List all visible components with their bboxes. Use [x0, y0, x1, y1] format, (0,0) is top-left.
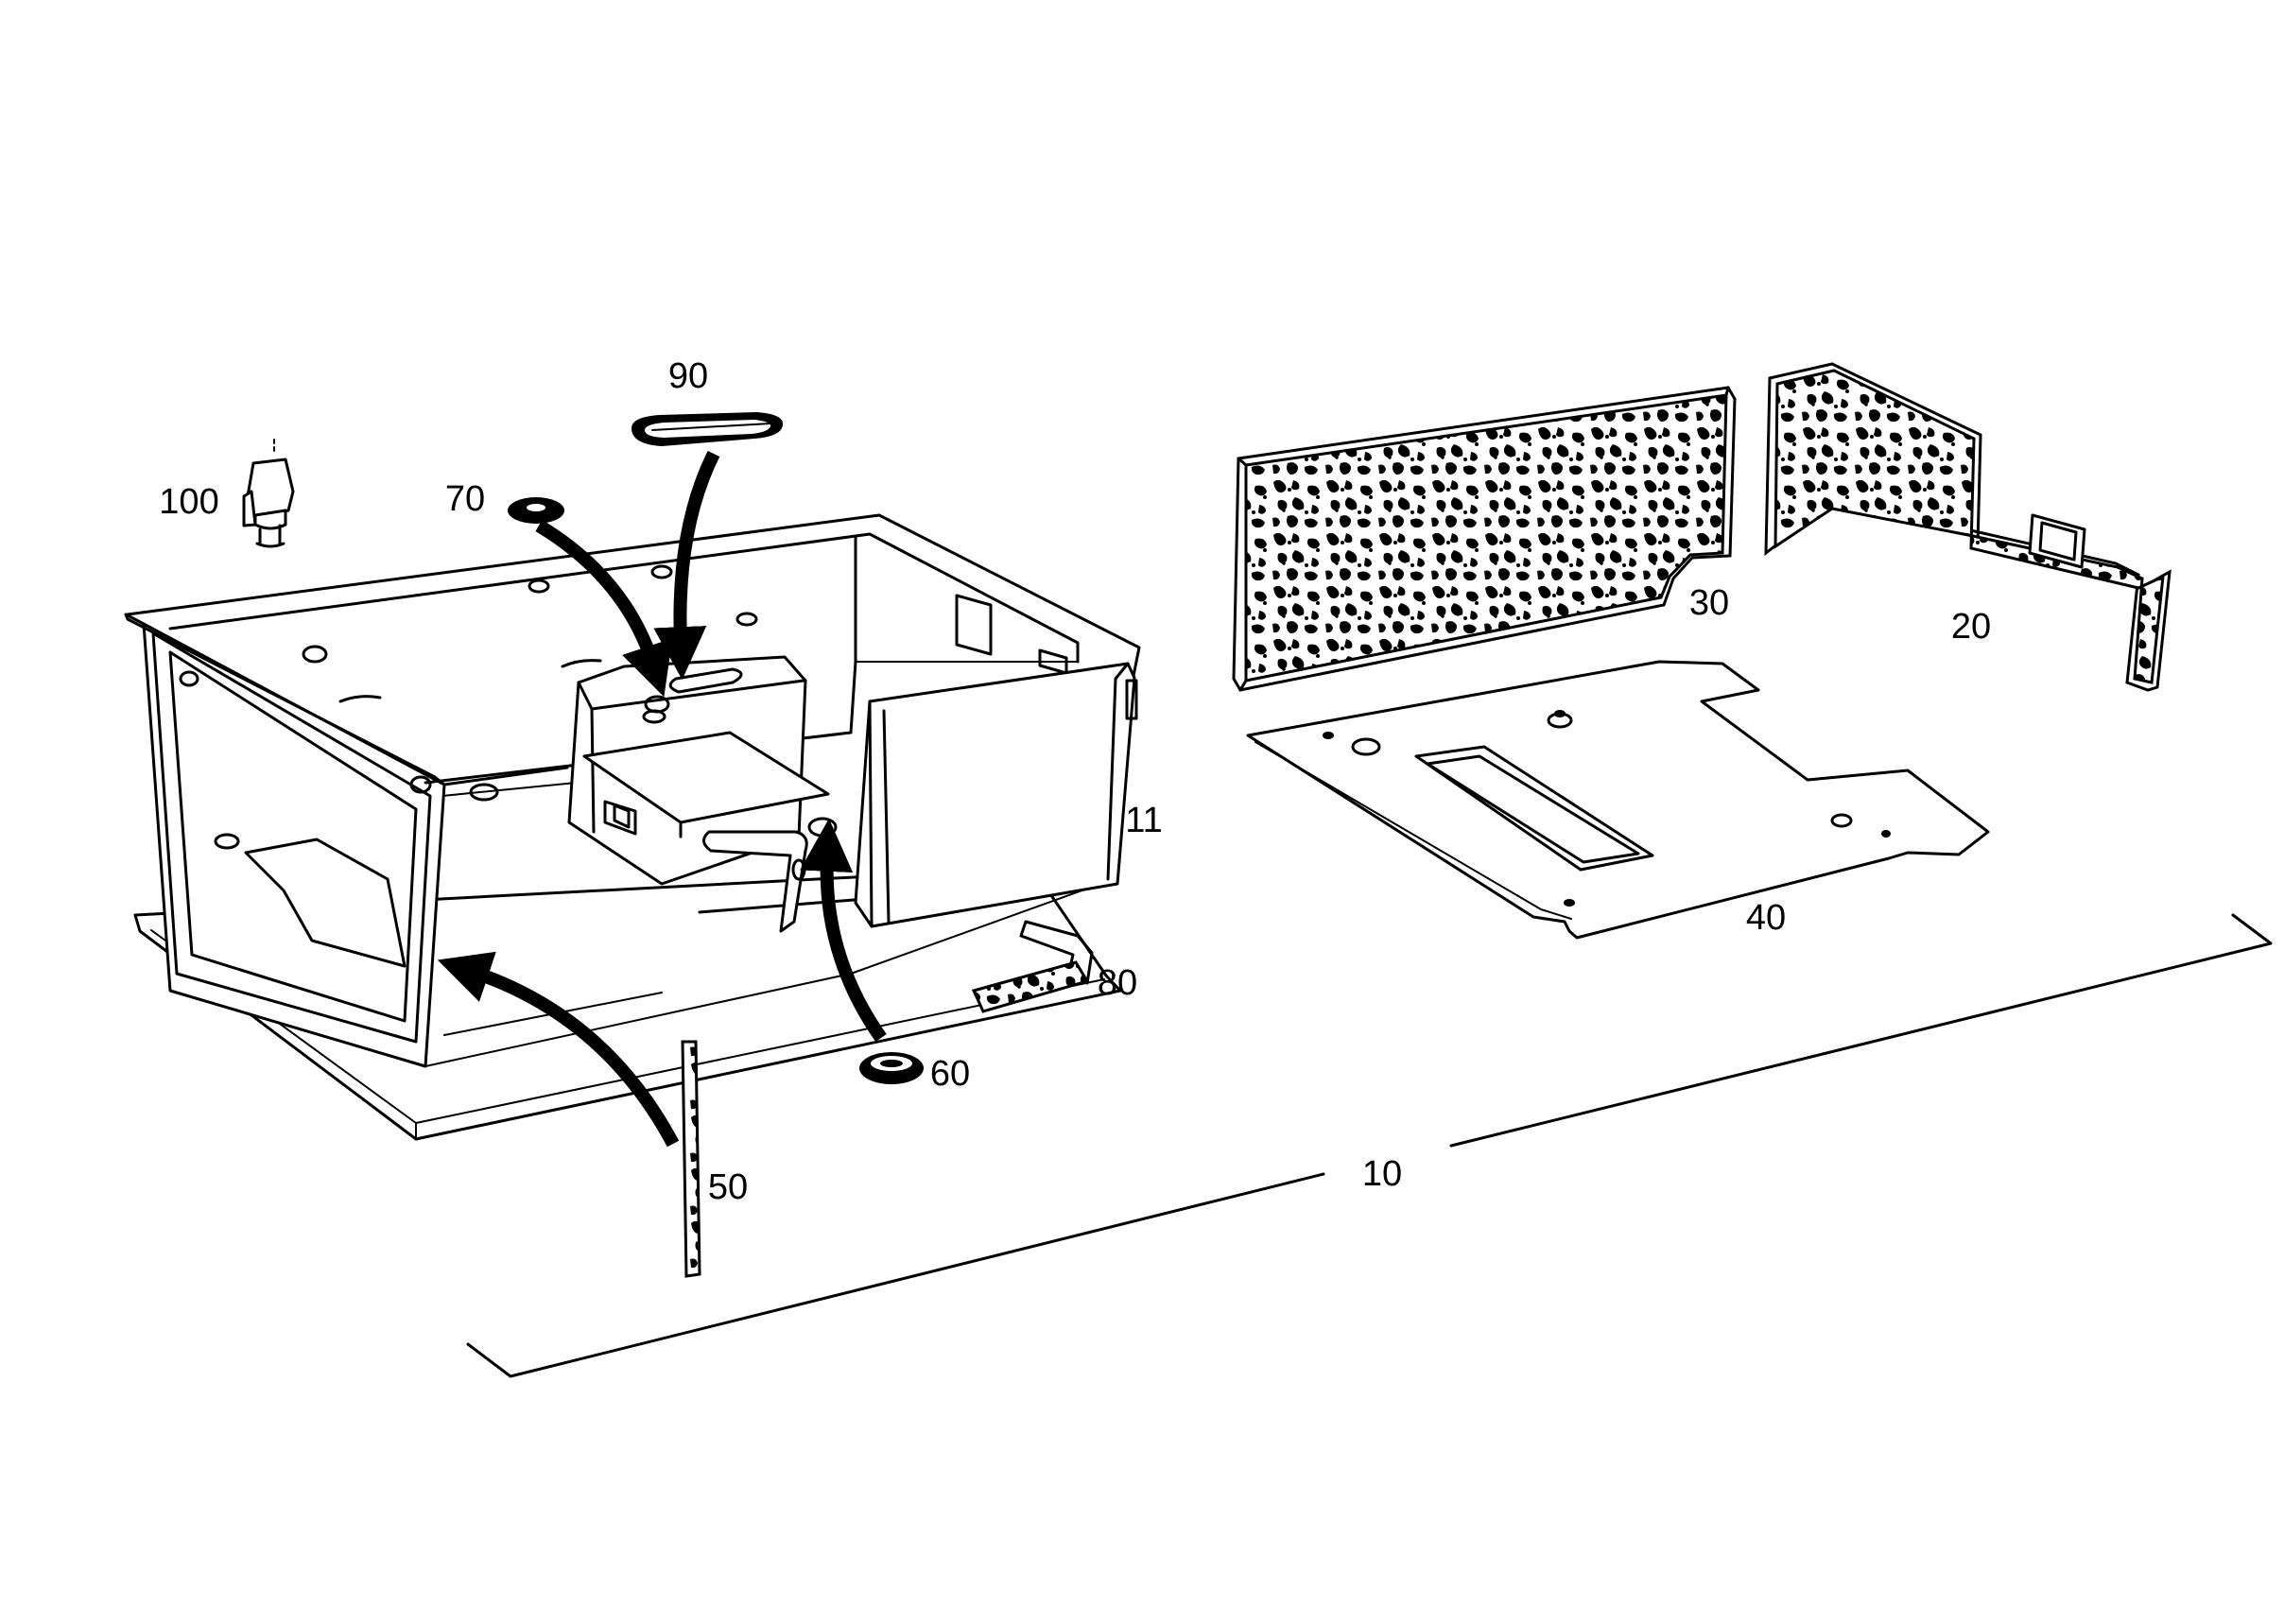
housing-side-panel — [854, 662, 1136, 928]
assembly-arrows — [437, 450, 887, 1148]
housing-box-11 — [124, 513, 1141, 1141]
housing-front-frame — [124, 613, 446, 1068]
foam-strip-50 — [681, 1040, 701, 1278]
callout-50: 50 — [708, 1167, 748, 1207]
callout-10: 10 — [1362, 1154, 1402, 1194]
callout-30: 30 — [1689, 583, 1729, 623]
internal-block-lid — [582, 731, 830, 824]
callout-70: 70 — [445, 479, 485, 519]
callout-20: 20 — [1951, 607, 1991, 647]
callout-100: 100 — [159, 482, 218, 522]
foam-strip-80 — [971, 960, 1090, 1013]
arrow-90 — [653, 450, 720, 681]
callout-40: 40 — [1746, 898, 1786, 938]
arrow-50 — [437, 951, 680, 1148]
arrow-70 — [535, 519, 673, 698]
fitting-100 — [242, 439, 295, 548]
callout-60: 60 — [930, 1054, 970, 1094]
washer-70 — [508, 497, 564, 524]
foam-panel-30 — [1232, 386, 1737, 692]
grommet-60 — [859, 1052, 924, 1084]
callout-11: 11 — [1125, 801, 1162, 840]
ring-gasket-90 — [632, 412, 784, 446]
callout-labels: 90 100 70 11 80 60 50 10 30 20 40 — [159, 356, 1991, 1207]
foam-panel-20 — [1764, 362, 2172, 692]
callout-80: 80 — [1098, 963, 1137, 1003]
gasket-sheet-40 — [1246, 660, 1990, 940]
callout-90: 90 — [668, 356, 708, 396]
arrow-60 — [800, 818, 887, 1043]
kit-bracket-10 — [466, 913, 2273, 1378]
